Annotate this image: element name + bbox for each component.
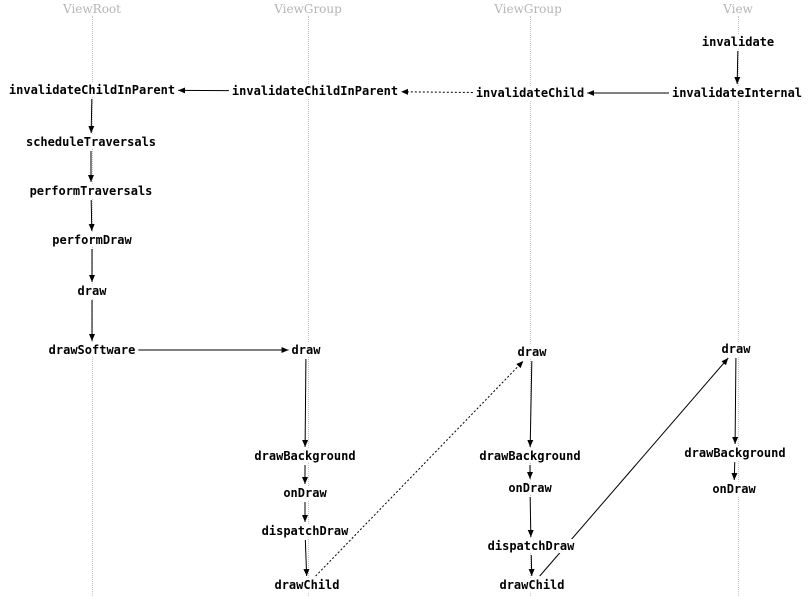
lifeline-viewgroup-1 xyxy=(308,16,309,596)
node-vg1-draw-child: drawChild xyxy=(273,578,341,592)
node-vg2-on-draw: onDraw xyxy=(507,481,553,495)
lifeline-view xyxy=(738,16,739,596)
lane-title-view: View xyxy=(723,2,753,16)
node-vg1-invalidate-child-in-parent: invalidateChildInParent xyxy=(230,84,400,98)
arrow-vg2-draw-to-vg2-draw-background xyxy=(527,360,534,448)
arrow-root-perform-traversals-to-root-perform-draw xyxy=(88,199,95,232)
node-view-invalidate: invalidate xyxy=(700,35,776,49)
node-vg2-draw-background: drawBackground xyxy=(478,449,582,463)
lane-title-viewgroup-1: ViewGroup xyxy=(274,2,342,16)
node-vg2-dispatch-draw: dispatchDraw xyxy=(486,539,576,553)
node-view-draw: draw xyxy=(720,342,752,356)
node-view-draw-background: drawBackground xyxy=(683,446,787,460)
node-root-draw-software: drawSoftware xyxy=(47,343,137,357)
node-vg2-draw: draw xyxy=(516,345,548,359)
lifeline-viewgroup-2 xyxy=(530,16,531,596)
node-root-schedule-traversals: scheduleTraversals xyxy=(24,135,158,149)
arrow-view-draw-background-to-view-on-draw xyxy=(731,461,738,481)
node-root-perform-draw: performDraw xyxy=(51,233,133,247)
node-vg2-invalidate-child: invalidateChild xyxy=(474,86,586,100)
node-vg1-on-draw: onDraw xyxy=(282,486,328,500)
node-root-invalidate-child-in-parent: invalidateChildInParent xyxy=(7,83,177,97)
arrow-vg2-invalidate-child-to-vg1-invalidate-child-in-parent xyxy=(401,88,473,95)
node-vg1-draw-background: drawBackground xyxy=(253,449,357,463)
arrow-view-draw-to-view-draw-background xyxy=(732,357,739,445)
node-view-invalidate-internal: invalidateInternal xyxy=(670,86,804,100)
arrow-root-invalidate-child-in-parent-to-root-schedule-traversals xyxy=(88,98,95,134)
arrow-vg2-on-draw-to-vg2-dispatch-draw xyxy=(527,496,534,538)
lane-title-viewgroup-2: ViewGroup xyxy=(494,2,562,16)
node-vg1-draw: draw xyxy=(290,343,322,357)
arrow-view-invalidate-to-view-invalidate-internal xyxy=(734,50,741,85)
arrow-vg2-dispatch-draw-to-vg2-draw-child xyxy=(528,554,535,577)
arrow-vg1-draw-to-vg1-draw-background xyxy=(302,358,309,448)
node-vg1-dispatch-draw: dispatchDraw xyxy=(260,524,350,538)
lane-title-viewroot: ViewRoot xyxy=(63,2,121,16)
node-root-perform-traversals: performTraversals xyxy=(28,184,154,198)
node-root-draw: draw xyxy=(76,284,108,298)
node-view-on-draw: onDraw xyxy=(711,482,757,496)
arrow-vg1-dispatch-draw-to-vg1-draw-child xyxy=(303,539,310,577)
node-vg2-draw-child: drawChild xyxy=(498,578,566,592)
arrow-vg1-draw-child-to-vg2-draw xyxy=(315,360,524,577)
